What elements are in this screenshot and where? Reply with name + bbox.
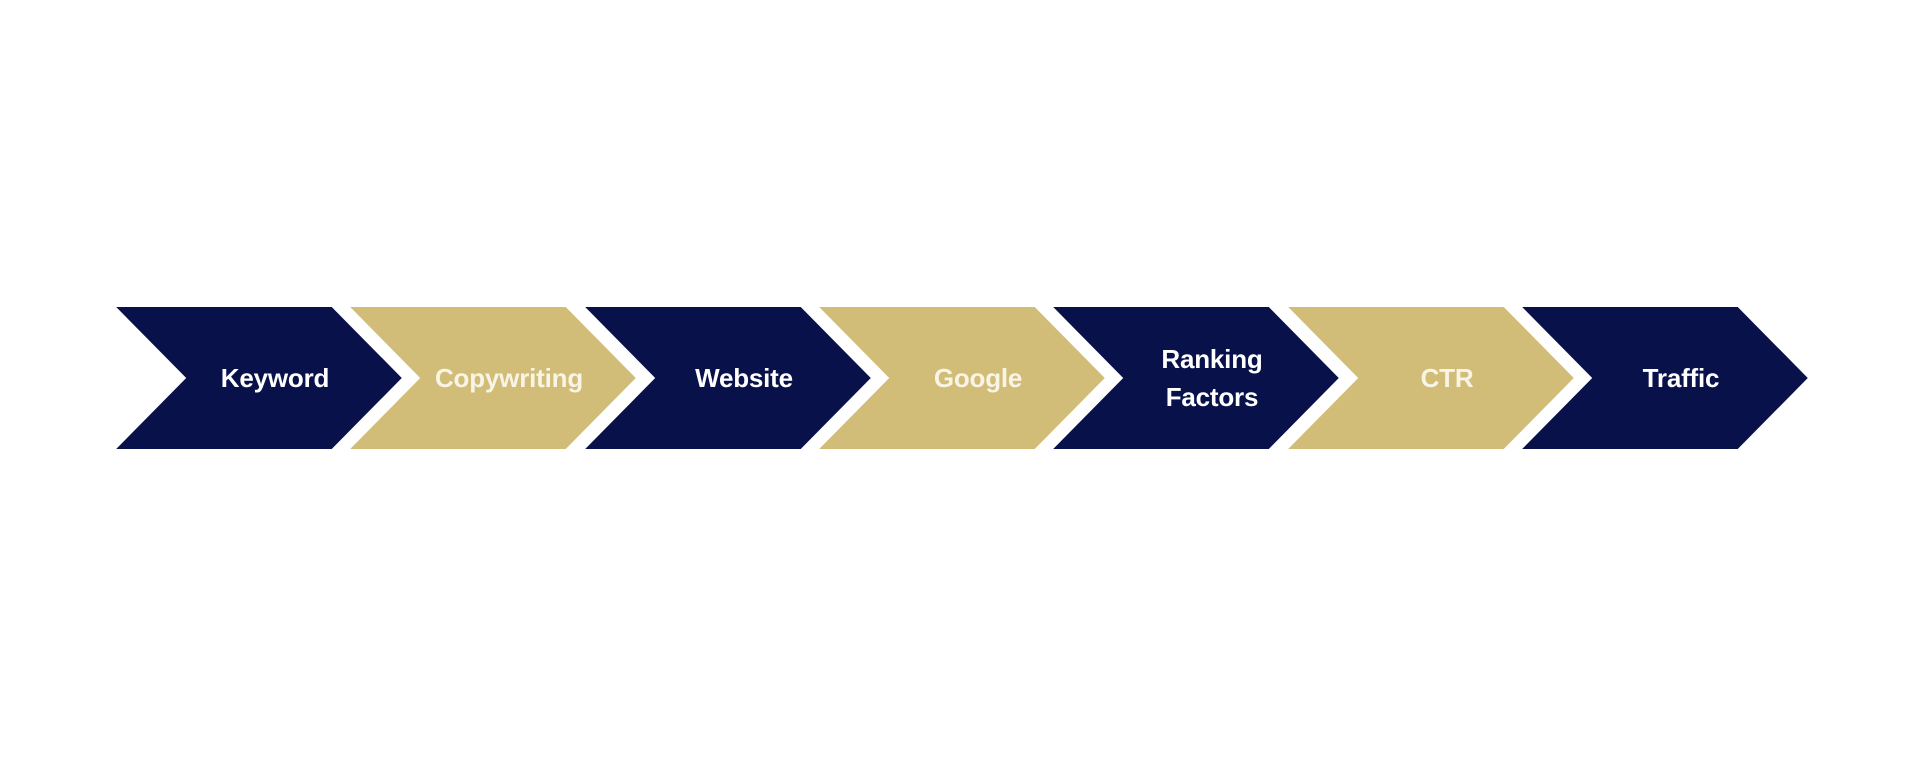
step-ranking-factors: Ranking Factors (1038, 301, 1348, 455)
step-label: Traffic (1642, 363, 1720, 393)
step-google: Google (804, 301, 1114, 455)
chevron-arrow-shape (1273, 301, 1583, 455)
chevron-arrow-shape (1038, 301, 1348, 455)
step-ctr: CTR (1273, 301, 1583, 455)
step-label: Website (695, 363, 793, 393)
step-traffic: Traffic (1507, 301, 1817, 455)
step-label: Keyword (220, 363, 330, 393)
step-label-line-1: Ranking (1161, 344, 1263, 374)
chevron-arrow-shape (804, 301, 1114, 455)
chevron-arrow-shape (1507, 301, 1817, 455)
chevron-arrow-shape (101, 301, 411, 455)
chevron-arrow-shape (335, 301, 645, 455)
step-label: CTR (1420, 363, 1474, 393)
step-label: Copywriting (434, 363, 583, 393)
step-label: Google (933, 363, 1023, 393)
step-copywriting: Copywriting (335, 301, 645, 455)
step-label: Ranking Factors (1132, 304, 1292, 452)
step-keyword: Keyword (101, 301, 411, 455)
step-label-line-2: Factors (1165, 382, 1259, 412)
chevron-arrow-shape (570, 301, 880, 455)
step-website: Website (570, 301, 880, 455)
